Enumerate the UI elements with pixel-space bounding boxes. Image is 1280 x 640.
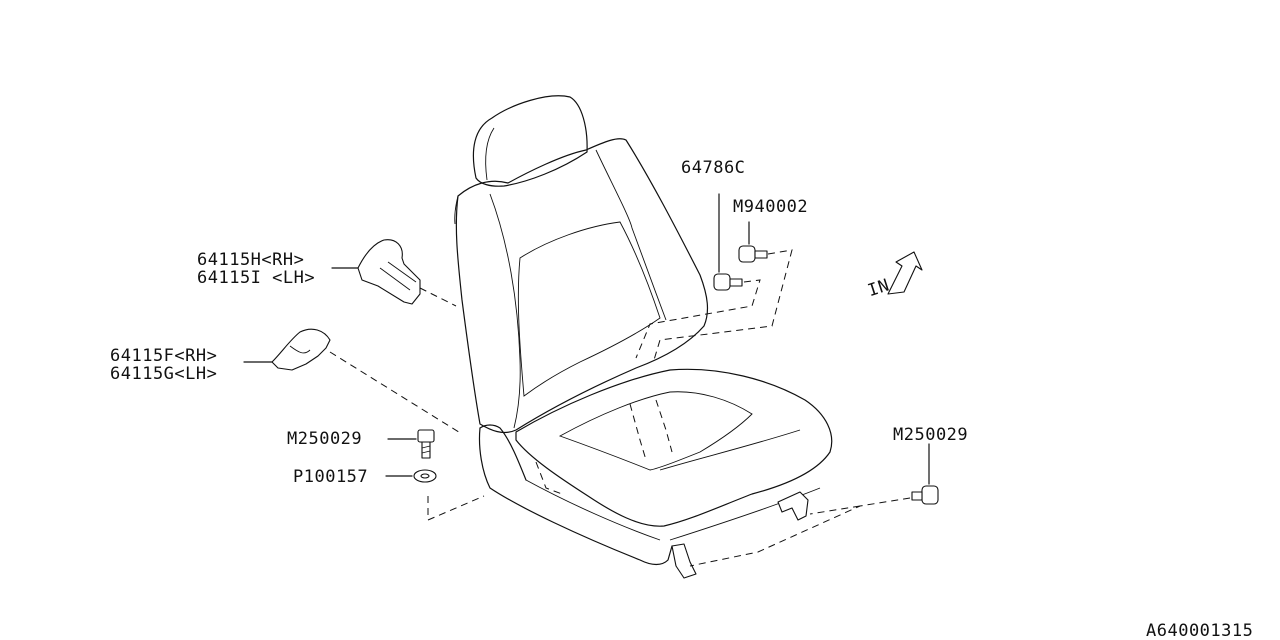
label-m250029-left: M250029 <box>287 429 363 449</box>
bolt-64786c <box>713 193 743 291</box>
drawing-code: A640001315 <box>1146 621 1254 640</box>
label-64786c: 64786C <box>681 158 746 178</box>
bolt-m250029-left <box>387 429 435 459</box>
label-p100157: P100157 <box>293 467 369 487</box>
bolt-m250029-right <box>911 443 939 505</box>
label-m250029-right: M250029 <box>893 425 969 445</box>
washer-p100157 <box>385 469 437 483</box>
front-seat-outline <box>454 95 833 579</box>
label-64115f: 64115F<RH> <box>110 346 218 366</box>
label-64115i: 64115I <LH> <box>197 268 316 288</box>
label-64115g: 64115G<LH> <box>110 364 218 384</box>
direction-arrow-icon <box>887 251 923 295</box>
label-64115h: 64115H<RH> <box>197 250 305 270</box>
cover-64115h <box>331 239 457 307</box>
bolt-m940002 <box>738 221 768 263</box>
label-m940002: M940002 <box>733 197 809 217</box>
cover-64115f <box>243 328 463 435</box>
